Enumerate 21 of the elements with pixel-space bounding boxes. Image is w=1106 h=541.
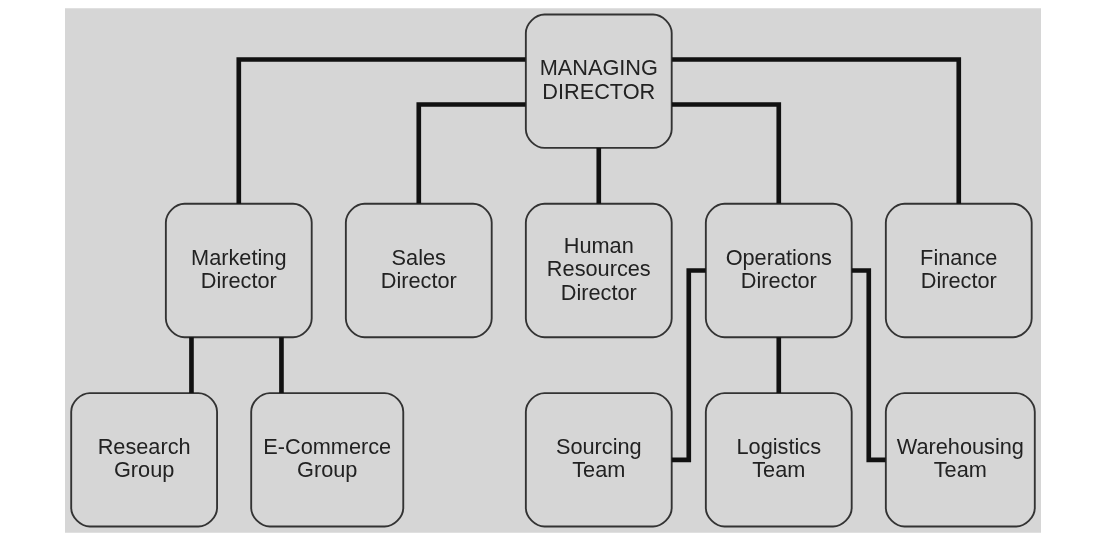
connector xyxy=(671,268,706,463)
connector xyxy=(776,337,782,393)
node-box: Sourcing Team xyxy=(524,392,673,528)
node-box: Research Group xyxy=(70,392,218,528)
node-box: Marketing Director xyxy=(164,202,313,339)
node-box: Sales Director xyxy=(344,202,493,339)
connector xyxy=(672,102,782,204)
node-box: Logistics Team xyxy=(704,392,853,528)
connector xyxy=(416,102,526,204)
node-box: Human Resources Director xyxy=(524,202,673,339)
node-box: Finance Director xyxy=(884,202,1033,339)
node-box: MANAGING DIRECTOR xyxy=(524,13,673,149)
node-box: Operations Director xyxy=(704,202,853,339)
connector xyxy=(279,337,284,393)
connector xyxy=(189,337,194,393)
node-box: E-Commerce Group xyxy=(250,392,405,528)
connector xyxy=(596,147,602,204)
node-box: Warehousing Team xyxy=(884,392,1036,528)
connector xyxy=(851,268,886,463)
connector xyxy=(672,57,962,204)
connector xyxy=(236,57,526,204)
